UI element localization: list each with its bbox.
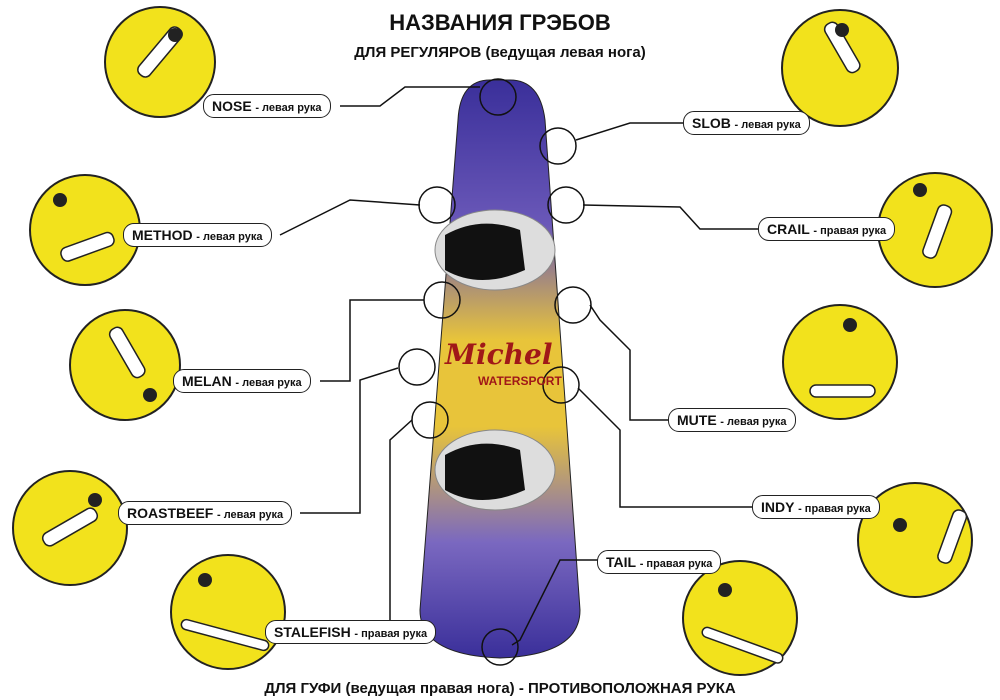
indy-rider-board [937,509,968,564]
grab-hand: - левая рука [235,377,302,389]
nose-zone-marker [479,78,517,116]
label-slob: SLOB - левая рука [683,111,810,135]
tail-rider-board [701,626,784,664]
grab-hand: - левая рука [216,509,284,521]
slob-rider-board [823,21,861,74]
stalefish-zone-marker [411,401,449,439]
label-crail: CRAIL - правая рука [758,217,896,241]
subtitle-regular: ДЛЯ РЕГУЛЯРОВ (ведущая левая нога) [354,44,646,61]
grab-name: ROASTBEEF [127,505,214,521]
grab-name: NOSE [212,98,252,114]
page-title: НАЗВАНИЯ ГРЭБОВ [389,10,611,35]
crail-rider-board [922,204,953,259]
tail-zone-marker [481,628,519,666]
grab-name: MELAN [182,373,232,389]
label-method: METHOD - левая рука [123,223,272,247]
grab-name: INDY [761,499,795,515]
stalefish-illustration [170,554,286,670]
indy-rider-head [893,518,907,532]
brand-sub: WATERSPORT [478,374,562,388]
grab-hand: - левая рука [196,231,263,243]
front-binding-boot [445,223,525,280]
bindings [434,209,556,511]
grab-hand: - левая рука [720,416,787,428]
grab-hand: - правая рука [813,225,887,237]
label-mute: MUTE - левая рука [668,408,796,432]
indy-illustration [857,482,973,598]
grab-zone-markers [398,78,592,666]
label-stalefish: STALEFISH - правая рука [265,620,437,644]
crail-connector [582,204,760,230]
slob-illustration [781,9,899,127]
roastbeef-zone-marker [398,348,436,386]
nose-connector [340,86,480,107]
method-connector [279,199,421,236]
melan-zone-marker [423,281,461,319]
stalefish-rider-board [180,618,270,652]
label-tail: TAIL - правая рука [597,550,722,574]
nose-rider-head [168,28,182,42]
grab-hand: - правая рука [798,503,871,515]
crail-zone-marker [547,186,585,224]
indy-zone-marker [542,366,580,404]
rider-heads [53,23,927,597]
method-rider-head [53,193,67,207]
mute-illustration [782,304,898,420]
melan-rider-head [143,388,157,402]
brand-logo: Michel [445,338,553,371]
melan-connector [320,299,424,382]
crail-rider-head [913,183,927,197]
slob-connector [575,122,685,141]
label-melan: MELAN - левая рука [173,369,311,393]
mute-rider-head [843,318,857,332]
connector-lines [279,86,760,646]
stalefish-connector [389,419,413,632]
label-roastbeef: ROASTBEEF - левая рука [118,501,293,525]
rear-binding-boot [445,443,525,500]
tail-rider-head [718,583,732,597]
slob-zone-marker [539,127,577,165]
grab-name: SLOB [692,115,731,131]
tail-illustration [682,560,798,676]
grab-hand: - левая рука [255,102,322,114]
grab-name: STALEFISH [274,624,351,640]
method-zone-marker [418,186,456,224]
label-nose: NOSE - левая рука [203,94,331,118]
slob-rider-head [835,23,849,37]
melan-illustration [69,309,181,421]
tail-connector [511,559,600,646]
subtitle-goofy: ДЛЯ ГУФИ (ведущая правая нога) - ПРОТИВО… [264,680,736,697]
grab-name: METHOD [132,227,193,243]
label-indy: INDY - правая рука [752,495,880,519]
grab-hand: - правая рука [354,628,428,640]
method-rider-board [60,231,115,262]
mute-rider-board [809,384,876,398]
mute-connector [589,304,670,421]
stalefish-rider-head [198,573,212,587]
grab-hand: - правая рука [639,558,713,570]
indy-connector [577,387,755,508]
roastbeef-connector [300,367,399,514]
roastbeef-rider-board [41,507,99,547]
melan-rider-board [108,326,146,379]
mute-zone-marker [554,286,592,324]
rider-boards [41,21,968,664]
roastbeef-rider-head [88,493,102,507]
grab-name: MUTE [677,412,717,428]
grab-name: CRAIL [767,221,810,237]
grab-hand: - левая рука [734,119,801,131]
grab-name: TAIL [606,554,637,570]
